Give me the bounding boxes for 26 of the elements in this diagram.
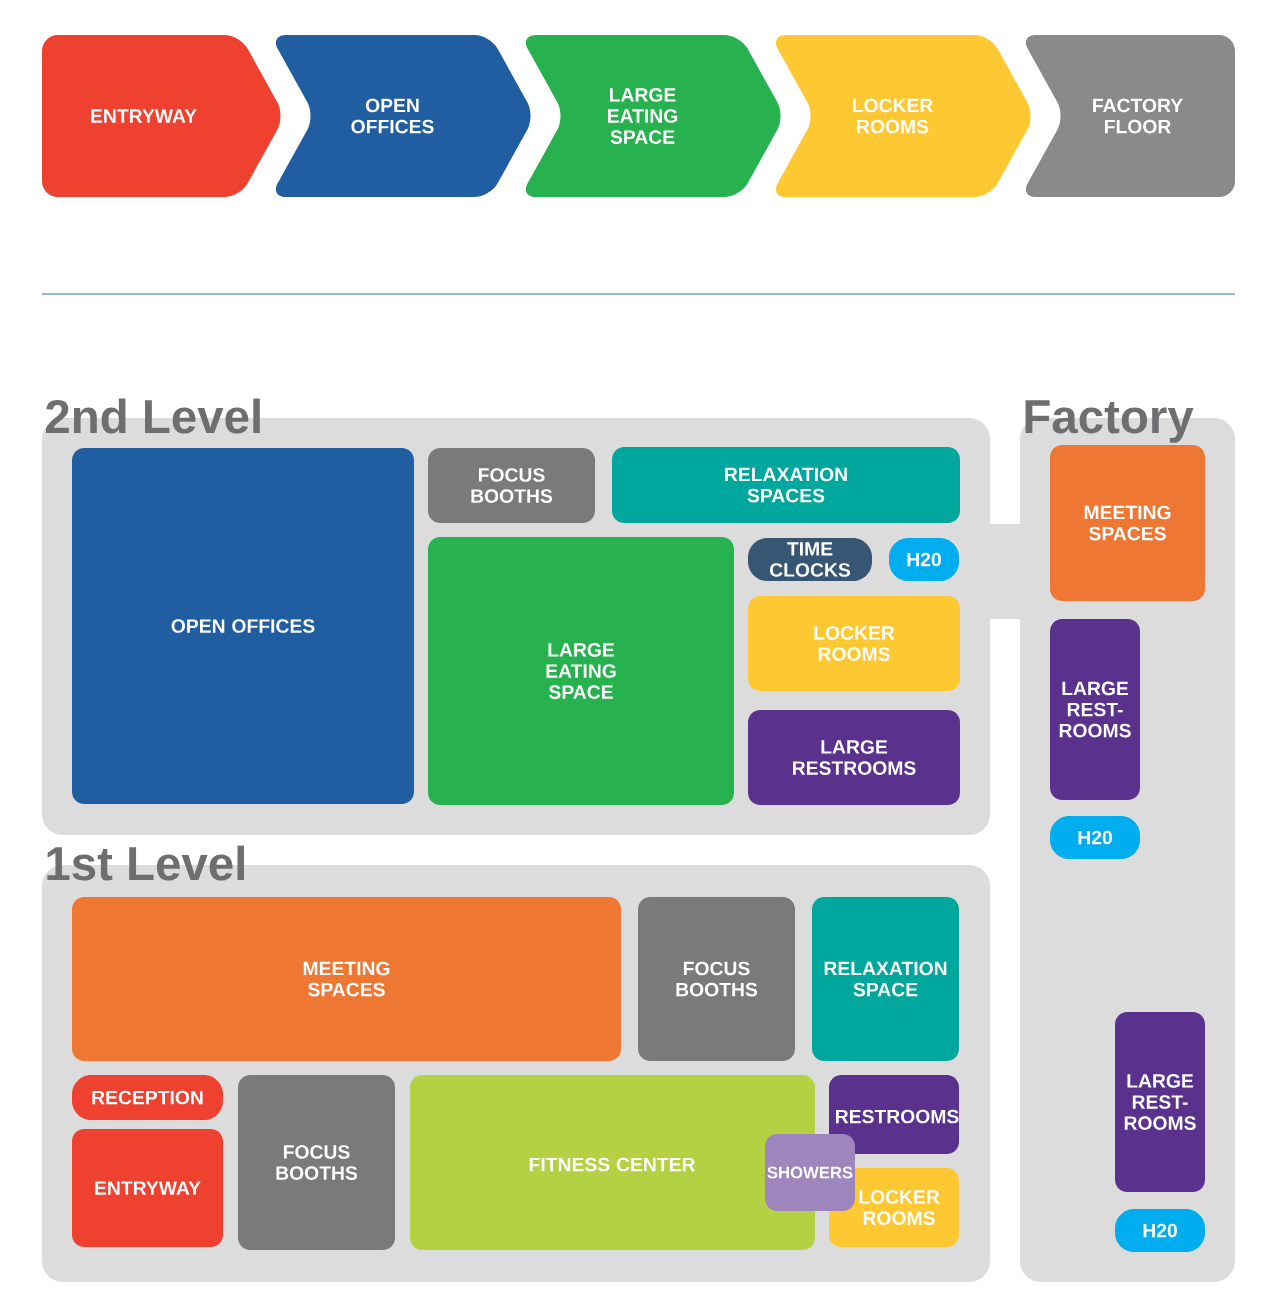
room-box: LARGE RESTROOMS [748,710,960,805]
room-box: MEETING SPACES [72,897,621,1061]
room-box: FOCUS BOOTHS [238,1075,395,1250]
room-box: MEETING SPACES [1050,445,1205,601]
room-box: LARGE REST- ROOMS [1050,619,1140,800]
process-step: ENTRYWAY [42,35,281,197]
room-box: RESTROOMS [829,1075,959,1154]
process-step: FACTORY FLOOR [1025,35,1235,197]
room-box: H20 [1115,1209,1205,1252]
room-box: LARGE REST- ROOMS [1115,1012,1205,1192]
process-step: LARGE EATING SPACE [525,35,781,197]
room-box: FOCUS BOOTHS [638,897,795,1061]
process-step: LOCKER ROOMS [775,35,1031,197]
room-box: OPEN OFFICES [72,448,414,804]
room-box: LOCKER ROOMS [748,596,960,691]
room-box: RELAXATION SPACES [612,447,960,523]
process-step: OPEN OFFICES [275,35,531,197]
room-box: RELAXATION SPACE [812,897,959,1061]
room-box: LARGE EATING SPACE [428,537,734,805]
room-box: TIME CLOCKS [748,538,872,581]
room-box: H20 [1050,816,1140,859]
room-box: SHOWERS [765,1134,855,1211]
room-box: FOCUS BOOTHS [428,448,595,523]
room-box: H20 [889,538,959,581]
room-box: RECEPTION [72,1075,223,1120]
room-box: ENTRYWAY [72,1129,223,1247]
